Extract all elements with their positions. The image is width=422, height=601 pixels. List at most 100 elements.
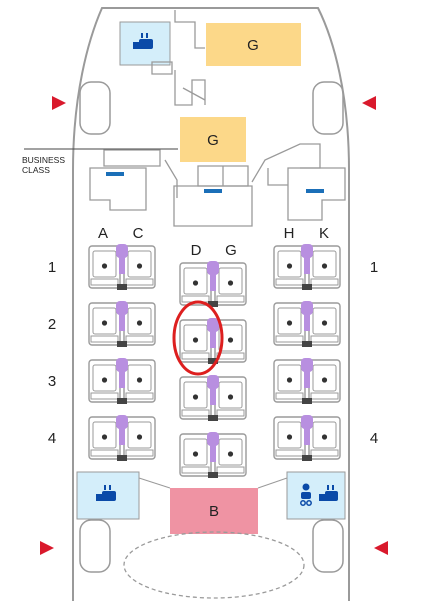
seat-3g[interactable] [214, 376, 247, 420]
seat-pair-row-3 [88, 358, 156, 404]
seat-console [304, 370, 310, 388]
row-label-2: 2 [48, 316, 56, 333]
bar-divider [257, 477, 288, 489]
door-recess-front-left [79, 81, 111, 135]
galley-front-label: G [247, 37, 259, 54]
door-recess-rear-right [312, 519, 344, 573]
row-label-4: 4 [370, 430, 378, 447]
column-label-c: C [133, 225, 144, 242]
seat-console [207, 261, 219, 275]
seat-console-base [117, 398, 127, 404]
seat-console-base [208, 472, 218, 478]
seat-pair-row-4 [88, 415, 156, 461]
row-label-4: 4 [48, 430, 56, 447]
seat-4a[interactable] [88, 416, 121, 460]
seat-pair-row-3 [179, 375, 247, 421]
seat-pair-row-2 [88, 301, 156, 347]
seat-pair-row-3 [273, 358, 341, 404]
column-label-a: A [98, 225, 108, 242]
seat-1d[interactable] [179, 262, 212, 306]
seat-1c[interactable] [123, 245, 156, 289]
galley-front [206, 23, 301, 66]
seat-console [301, 244, 313, 258]
column-label-h: H [284, 225, 295, 242]
seat-console [301, 415, 313, 429]
seat-console [301, 301, 313, 315]
stair-structure [151, 10, 206, 106]
seat-4c[interactable] [123, 416, 156, 460]
exit-arrow-icon [362, 96, 376, 110]
seat-console [119, 427, 125, 445]
seat-1a[interactable] [88, 245, 121, 289]
baby-change-icon [300, 483, 312, 506]
seat-console [210, 387, 216, 405]
seat-3k[interactable] [308, 359, 341, 403]
seat-console-base [208, 415, 218, 421]
seat-console-base [302, 284, 312, 290]
exit-arrow-icon [52, 96, 66, 110]
bar-label: B [209, 503, 219, 520]
seat-console-base [117, 284, 127, 290]
seat-console [304, 427, 310, 445]
seat-1g[interactable] [214, 262, 247, 306]
seat-console-base [302, 455, 312, 461]
seat-console-base [208, 358, 218, 364]
seat-pair-row-4 [179, 432, 247, 478]
seat-4k[interactable] [308, 416, 341, 460]
seat-3a[interactable] [88, 359, 121, 403]
seat-console [207, 375, 219, 389]
galley-mid [180, 117, 246, 162]
seat-grid [88, 244, 341, 478]
seat-2k[interactable] [308, 302, 341, 346]
seat-4g[interactable] [214, 433, 247, 477]
seat-3c[interactable] [123, 359, 156, 403]
seat-console-base [302, 398, 312, 404]
seat-console [119, 256, 125, 274]
lavatory-icon [133, 33, 153, 49]
seat-console [304, 256, 310, 274]
class-label-line2: CLASS [22, 165, 50, 175]
seat-console [210, 444, 216, 462]
column-label-k: K [319, 225, 329, 242]
seat-console [207, 318, 219, 332]
seat-1k[interactable] [308, 245, 341, 289]
column-label-d: D [191, 242, 202, 259]
fuselage-outline [72, 7, 350, 601]
bar-divider [138, 477, 171, 489]
column-label-g: G [225, 242, 237, 259]
seat-console [116, 415, 128, 429]
seat-pair-row-1 [88, 244, 156, 290]
closet-structures [89, 143, 346, 227]
seat-1h[interactable] [273, 245, 306, 289]
seat-3h[interactable] [273, 359, 306, 403]
lavatory-icon [96, 485, 116, 501]
seat-pair-row-4 [273, 415, 341, 461]
bar-area [170, 488, 258, 534]
lounge-area [123, 531, 305, 599]
seat-console [207, 432, 219, 446]
seat-console [119, 370, 125, 388]
seat-2d[interactable] [179, 319, 212, 363]
seat-console [210, 330, 216, 348]
row-label-3: 3 [48, 373, 56, 390]
row-label-1: 1 [370, 259, 378, 276]
seat-2c[interactable] [123, 302, 156, 346]
seat-console [116, 301, 128, 315]
seat-2h[interactable] [273, 302, 306, 346]
selected-seat-ring [172, 300, 224, 376]
seat-pair-row-2 [273, 301, 341, 347]
row-label-1: 1 [48, 259, 56, 276]
seat-2a[interactable] [88, 302, 121, 346]
seat-console [210, 273, 216, 291]
galley-mid-label: G [207, 132, 219, 149]
exit-arrow-icon [40, 541, 54, 555]
seat-4d[interactable] [179, 433, 212, 477]
seat-pair-row-1 [273, 244, 341, 290]
seat-console [116, 244, 128, 258]
storage-mark [106, 172, 124, 176]
exit-arrow-icon [374, 541, 388, 555]
seat-4h[interactable] [273, 416, 306, 460]
seat-3d[interactable] [179, 376, 212, 420]
